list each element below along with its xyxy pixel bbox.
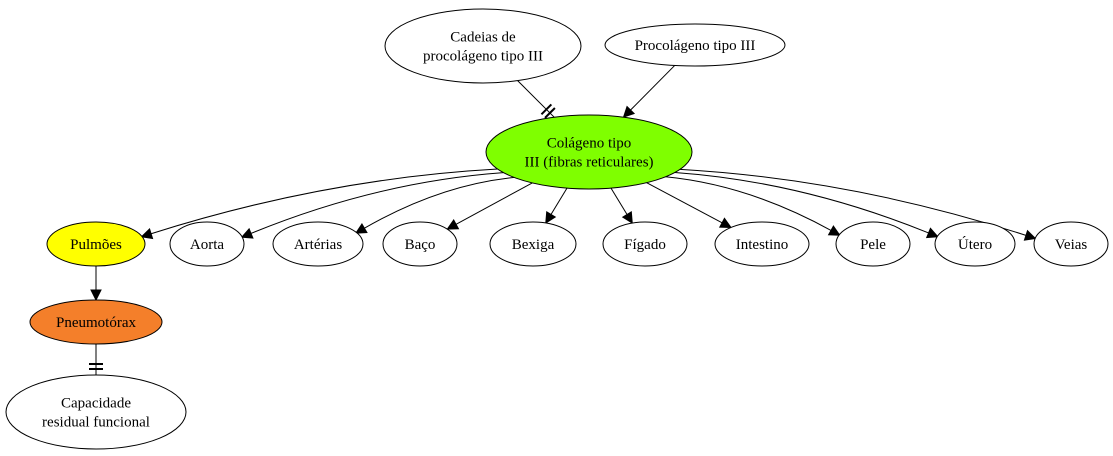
edges-layer: [89, 65, 1037, 375]
node-ellipse: [1033, 221, 1109, 267]
node-pele: Pele: [835, 221, 911, 267]
edge-colageno-to-veias: [679, 168, 1037, 241]
node-baco: Baço: [382, 221, 458, 267]
edge-procolageno-to-colageno: [622, 65, 676, 118]
tee-bar: [544, 107, 556, 119]
edge-colageno-to-utero: [674, 171, 939, 239]
node-ellipse: [169, 221, 245, 267]
arrowhead: [827, 225, 841, 236]
edge-cadeias-to-colageno: [517, 80, 556, 119]
arrowhead: [446, 219, 460, 230]
edge-line: [550, 187, 568, 215]
node-label: Cadeias de: [450, 30, 516, 46]
node-label: Pneumotórax: [56, 315, 136, 331]
edge-colageno-to-pulmoes: [140, 168, 498, 240]
node-procolageno: Procolágeno tipo III: [604, 23, 786, 67]
node-pneumotorax: Pneumotórax: [29, 299, 163, 345]
node-ellipse: [835, 221, 911, 267]
node-capacidade: Capacidade residual funcional: [5, 374, 187, 450]
edge-colageno-to-pele: [665, 176, 841, 236]
node-label: Capacidade: [61, 396, 131, 412]
node-ellipse: [602, 221, 688, 267]
edge-line: [150, 168, 498, 235]
edge-colageno-to-bexiga: [545, 187, 568, 224]
edge-line: [679, 168, 1027, 236]
node-label: Pulmões: [70, 237, 122, 253]
edge-pulmoes-to-pneumotorax: [90, 266, 102, 302]
node-utero: Útero: [934, 221, 1016, 267]
arrowhead: [90, 289, 102, 302]
node-label: III (fibras reticulares): [524, 155, 653, 171]
edge-line: [674, 171, 929, 234]
edge-line: [630, 65, 676, 111]
arrowhead: [140, 228, 154, 240]
node-veias: Veias: [1033, 221, 1109, 267]
node-label: Bexiga: [512, 237, 555, 253]
edge-colageno-to-arterias: [354, 176, 515, 234]
node-figado: Fígado: [602, 221, 688, 267]
edge-line: [610, 187, 628, 215]
node-label: Artérias: [294, 237, 342, 253]
arrowhead: [545, 211, 557, 224]
arrowhead: [718, 217, 732, 229]
node-label: residual funcional: [42, 415, 150, 431]
node-label: Pele: [860, 237, 886, 253]
node-label: Intestino: [736, 237, 789, 253]
node-label: Veias: [1055, 237, 1088, 253]
edge-colageno-to-intestino: [646, 182, 732, 229]
node-label: Colágeno tipo: [547, 136, 632, 152]
node-ellipse: [46, 221, 146, 267]
edge-line: [646, 182, 723, 224]
node-ellipse: [489, 221, 577, 267]
arrowhead: [240, 227, 254, 239]
node-ellipse: [485, 114, 693, 190]
arrowhead: [925, 227, 939, 239]
node-label: Baço: [405, 237, 436, 253]
node-cadeias: Cadeias de procolágeno tipo III: [384, 8, 582, 84]
node-ellipse: [604, 23, 786, 67]
node-label: Útero: [958, 236, 992, 253]
node-ellipse: [29, 299, 163, 345]
edge-colageno-to-aorta: [240, 172, 504, 239]
edge-line: [364, 176, 515, 229]
arrowhead: [621, 211, 633, 224]
nodes-layer: Cadeias de procolágeno tipo III Procolágen…: [5, 8, 1109, 450]
edge-colageno-to-baco: [446, 182, 533, 230]
node-ellipse: [5, 374, 187, 450]
arrowhead: [622, 105, 636, 118]
node-bexiga: Bexiga: [489, 221, 577, 267]
node-ellipse: [382, 221, 458, 267]
node-intestino: Intestino: [714, 221, 810, 267]
tee-bar: [540, 103, 553, 116]
node-ellipse: [384, 8, 582, 84]
edge-line: [250, 172, 504, 234]
arrowhead: [354, 222, 368, 234]
edge-pneumotorax-to-capacidade: [89, 344, 103, 375]
node-aorta: Aorta: [169, 221, 245, 267]
node-ellipse: [714, 221, 810, 267]
node-pulmoes: Pulmões: [46, 221, 146, 267]
node-ellipse: [934, 221, 1016, 267]
node-arterias: Artérias: [272, 221, 364, 267]
edge-line: [517, 80, 555, 118]
edge-line: [665, 176, 832, 231]
arrowhead: [1023, 229, 1037, 241]
node-label: Aorta: [190, 237, 224, 253]
edge-colageno-to-figado: [610, 187, 633, 224]
node-ellipse: [272, 221, 364, 267]
node-label: Procolágeno tipo III: [635, 38, 756, 54]
node-label: procolágeno tipo III: [423, 49, 543, 65]
node-label: Fígado: [624, 237, 666, 253]
edge-line: [455, 182, 533, 225]
